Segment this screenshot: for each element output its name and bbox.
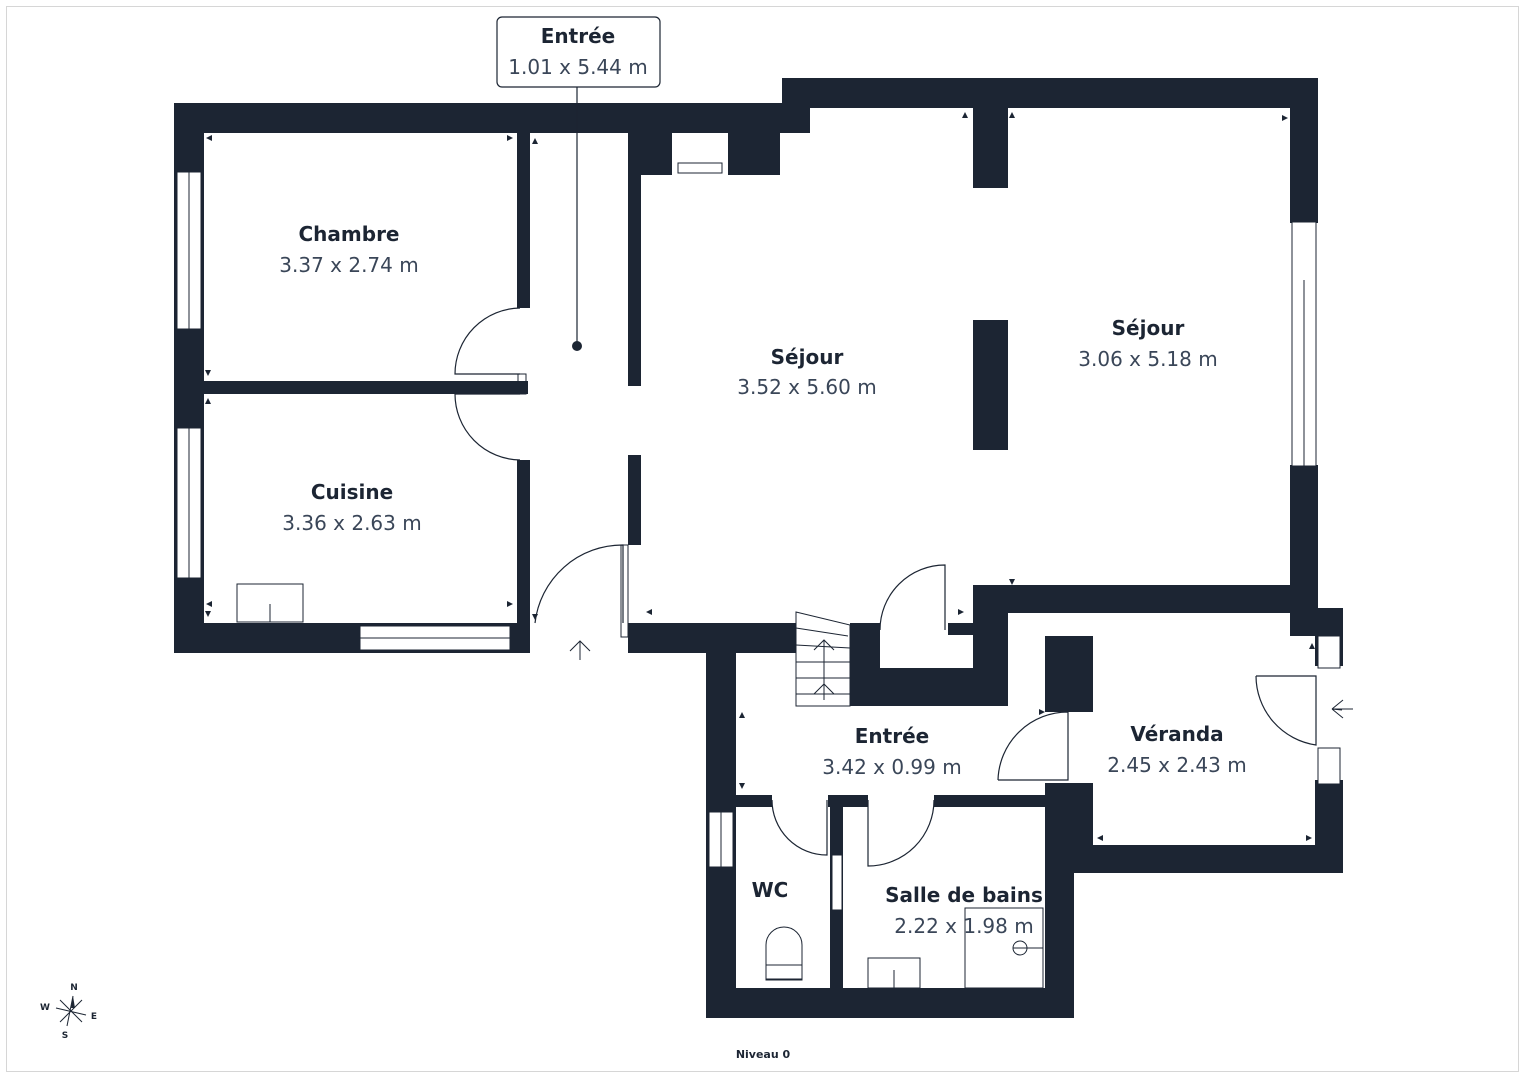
compass-rose-icon: N S E W bbox=[40, 983, 97, 1041]
room-name: Séjour bbox=[1112, 316, 1185, 340]
wall-entree2-bottom-left bbox=[736, 795, 772, 807]
room-name: Cuisine bbox=[311, 480, 393, 504]
wall-step bbox=[782, 103, 810, 133]
stairs bbox=[795, 611, 851, 707]
arrow-left-icon bbox=[1331, 699, 1353, 719]
room-sejour-2: Séjour 3.06 x 5.18 m bbox=[1078, 316, 1217, 371]
wall-top-left bbox=[174, 103, 810, 133]
room-dimensions: 3.36 x 2.63 m bbox=[282, 511, 421, 535]
room-dimensions: 3.42 x 0.99 m bbox=[822, 755, 961, 779]
fixtures bbox=[236, 583, 1044, 989]
wall-bath-right bbox=[1045, 845, 1074, 1018]
wall-closet-right bbox=[973, 613, 1008, 706]
room-sejour-1: Séjour 3.52 x 5.60 m bbox=[737, 345, 876, 399]
room-entree-2: Entrée 3.42 x 0.99 m bbox=[822, 724, 961, 779]
door-chambre bbox=[454, 307, 521, 375]
wall-closet-top bbox=[948, 623, 973, 635]
wall-sejour-left-top bbox=[628, 133, 641, 386]
room-chambre: Chambre 3.37 x 2.74 m bbox=[279, 222, 418, 277]
fireplace bbox=[672, 133, 728, 175]
walls bbox=[174, 78, 1343, 1018]
wall-corridor-left-top bbox=[517, 133, 530, 308]
door-veranda-exterior bbox=[1255, 675, 1317, 746]
room-name: Salle de bains bbox=[885, 883, 1043, 907]
room-dimensions: 3.37 x 2.74 m bbox=[279, 253, 418, 277]
callout-box bbox=[496, 16, 661, 88]
wall-divider-bedroom bbox=[204, 381, 528, 394]
room-veranda: Véranda 2.45 x 2.43 m bbox=[1107, 722, 1246, 777]
door-wc bbox=[771, 799, 828, 856]
room-name: Véranda bbox=[1130, 722, 1223, 746]
room-entree-hall-callout: Entrée 1.01 x 5.44 m bbox=[496, 16, 661, 351]
room-name: Chambre bbox=[299, 222, 400, 246]
compass-e: E bbox=[91, 1012, 97, 1022]
window-veranda-bottom bbox=[1317, 747, 1341, 785]
wall-veranda-left bbox=[1045, 636, 1093, 712]
wall-top-right bbox=[782, 78, 1318, 108]
room-name: WC bbox=[752, 878, 789, 902]
wall-lower-bottom bbox=[706, 988, 1074, 1018]
compass-s: S bbox=[62, 1031, 68, 1041]
room-dimensions: 1.01 x 5.44 m bbox=[508, 55, 647, 79]
room-name: Entrée bbox=[855, 724, 929, 748]
level-label: Niveau 0 bbox=[736, 1048, 791, 1061]
compass-w: W bbox=[40, 1003, 50, 1013]
wall-entree2-bottom-right bbox=[934, 795, 1045, 807]
room-dimensions: 2.45 x 2.43 m bbox=[1107, 753, 1246, 777]
toilet bbox=[765, 926, 803, 981]
compass-n: N bbox=[70, 983, 78, 993]
room-salle-de-bains: Salle de bains 2.22 x 1.98 m bbox=[885, 883, 1043, 938]
wall-sejour-left-mid bbox=[628, 455, 641, 545]
wall-right-top bbox=[1290, 78, 1318, 223]
wall-corridor-left-bottom bbox=[517, 460, 530, 653]
door-closet bbox=[879, 564, 946, 631]
room-dimensions: 3.06 x 5.18 m bbox=[1078, 347, 1217, 371]
room-cuisine: Cuisine 3.36 x 2.63 m bbox=[282, 480, 421, 535]
pillar-mid bbox=[973, 320, 1008, 450]
wall-veranda-top-right bbox=[1290, 608, 1343, 636]
plan-frame bbox=[6, 6, 1519, 1072]
wall-sejour2-bottom bbox=[973, 585, 1318, 613]
door-main-entrance bbox=[534, 544, 624, 624]
window-veranda-top bbox=[1317, 635, 1341, 669]
window-wc-inner bbox=[831, 854, 843, 911]
room-dimensions: 3.52 x 5.60 m bbox=[737, 375, 876, 399]
wall-right-bottom bbox=[1290, 465, 1318, 608]
door-cuisine bbox=[454, 393, 521, 461]
room-wc: WC bbox=[752, 878, 789, 902]
dimension-markers bbox=[205, 112, 1315, 841]
room-dimensions: 2.22 x 1.98 m bbox=[894, 914, 1033, 938]
arrow-up-icon bbox=[569, 640, 591, 660]
door-veranda bbox=[997, 711, 1069, 781]
wall-veranda-bottom bbox=[1045, 845, 1343, 873]
door-bath bbox=[867, 799, 935, 867]
callout-dot bbox=[572, 341, 582, 351]
pillar-top bbox=[973, 103, 1008, 188]
wall-veranda-right-bottom bbox=[1315, 780, 1343, 873]
doors bbox=[454, 307, 1317, 867]
wall-stairs-right bbox=[850, 623, 880, 673]
room-name: Séjour bbox=[771, 345, 844, 369]
wall-sejour-bottom-left bbox=[628, 623, 712, 653]
windows bbox=[176, 171, 1341, 911]
room-name: Entrée bbox=[541, 24, 615, 48]
